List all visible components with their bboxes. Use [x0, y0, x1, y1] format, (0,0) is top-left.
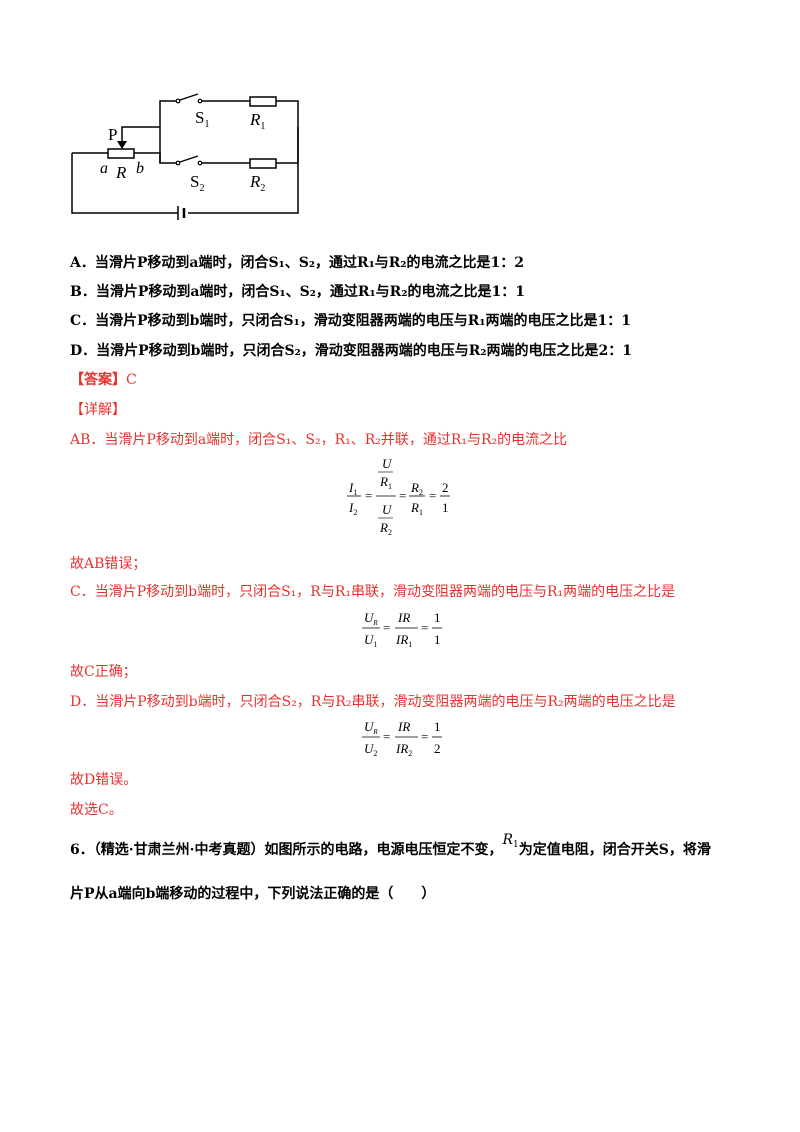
explain-c: C．当滑片P移动到b端时，只闭合S₁，R与R₁串联，滑动变阻器两端的电压与R₁两… — [70, 584, 676, 600]
svg-text:IR1: IR1 — [395, 632, 412, 649]
svg-text:R2: R2 — [410, 480, 423, 497]
svg-text:UR: UR — [364, 719, 378, 736]
option-d: D．当滑片P移动到b端时，只闭合S₂，滑动变阻器两端的电压与R₂两端的电压之比是… — [70, 343, 632, 359]
slider-arrow-icon — [117, 141, 127, 149]
slider-label: P — [108, 125, 117, 144]
explain-ab: AB．当滑片P移动到a端时，闭合S₁、S₂，R₁、R₂并联，通过R₁与R₂的电流… — [70, 432, 568, 448]
svg-text:R1: R1 — [410, 500, 423, 517]
explain-d: D．当滑片P移动到b端时，只闭合S₂，R与R₂串联，滑动变阻器两端的电压与R₂两… — [70, 694, 676, 710]
svg-text:IR: IR — [397, 610, 410, 625]
svg-text:2: 2 — [434, 741, 441, 756]
svg-text:2: 2 — [442, 480, 449, 495]
svg-text:=: = — [365, 488, 372, 503]
svg-text:=: = — [399, 488, 406, 503]
svg-text:R2: R2 — [379, 520, 392, 537]
final-answer: 故选C。 — [70, 802, 123, 818]
option-c: C．当滑片P移动到b端时，只闭合S₁，滑动变阻器两端的电压与R₁两端的电压之比是… — [70, 313, 631, 329]
formula-current-ratio: I1 I2 = U R1 U R2 = R2 R1 = 2 1 — [347, 458, 450, 537]
svg-text:1: 1 — [434, 719, 441, 734]
end-b-label: b — [136, 160, 144, 177]
option-a: A．当滑片P移动到a端时，闭合S₁、S₂，通过R₁与R₂的电流之比是1：2 — [70, 255, 524, 271]
svg-text:1: 1 — [434, 610, 441, 625]
explain-c-conclusion: 故C正确； — [70, 664, 137, 680]
r1-label: R1 — [249, 110, 265, 132]
answer-label: 【答案】 — [70, 372, 126, 388]
r2-label: R2 — [249, 172, 265, 194]
question6-line2: 片P从a端向b端移动的过程中，下列说法正确的是（ ） — [70, 886, 436, 902]
circuit-diagram: P a R b S1 S2 R1 R2 — [71, 93, 299, 220]
question6-r1: R1 — [502, 832, 519, 850]
svg-text:1: 1 — [434, 632, 441, 647]
question6-line1: 6．（精选·甘肃兰州·中考真题）如图所示的电路，电源电压恒定不变，R1为定值电阻… — [70, 832, 711, 858]
formula-voltage-ratio-c: UR U1 = IR IR1 = 1 1 — [362, 610, 442, 649]
svg-text:=: = — [421, 729, 428, 744]
formula-voltage-ratio-d: UR U2 = IR IR2 = 1 2 — [362, 719, 442, 758]
switch-s1 — [175, 93, 203, 104]
svg-text:U: U — [382, 458, 393, 471]
end-a-label: a — [100, 160, 108, 177]
answer-line: 【答案】C — [70, 370, 137, 390]
s2-label: S2 — [190, 172, 204, 194]
option-b: B．当滑片P移动到a端时，闭合S₁、S₂，通过R₁与R₂的电流之比是1：1 — [70, 284, 525, 300]
svg-text:1: 1 — [442, 500, 449, 515]
svg-text:=: = — [383, 620, 390, 635]
explain-d-conclusion: 故D错误。 — [70, 772, 138, 788]
detail-label: 【详解】 — [70, 402, 126, 418]
svg-text:I1: I1 — [348, 480, 357, 497]
svg-text:IR2: IR2 — [395, 741, 412, 758]
svg-text:U1: U1 — [364, 632, 377, 649]
svg-text:=: = — [421, 620, 428, 635]
explain-ab-conclusion: 故AB错误； — [70, 556, 147, 572]
svg-text:IR: IR — [397, 719, 410, 734]
switch-s2 — [175, 155, 203, 166]
answer-value: C — [126, 372, 137, 388]
svg-text:R1: R1 — [379, 474, 392, 491]
svg-text:=: = — [429, 488, 436, 503]
rheostat-label: R — [115, 163, 127, 182]
svg-text:U2: U2 — [364, 741, 377, 758]
svg-text:I2: I2 — [348, 500, 357, 517]
svg-text:UR: UR — [364, 610, 378, 627]
s1-label: S1 — [195, 108, 209, 130]
svg-text:=: = — [383, 729, 390, 744]
svg-text:U: U — [382, 502, 393, 517]
